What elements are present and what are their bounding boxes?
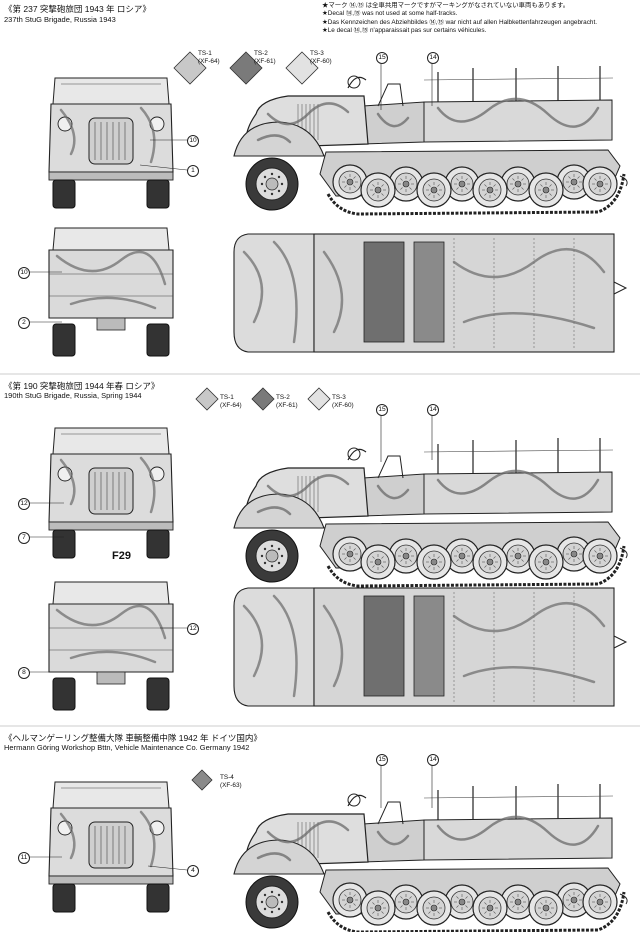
section2-swatch-ts1-label: TS-1(XF-64) [220, 394, 242, 409]
callout-2: 2 [18, 317, 30, 329]
section2-swatch-ts2-label: TS-2(XF-61) [276, 394, 298, 409]
section2-title-en: 190th StuG Brigade, Russia, Spring 1944 [4, 391, 142, 400]
callout-7: 7 [18, 532, 30, 544]
swatch-diamond [195, 387, 219, 411]
section1-title-en: 237th StuG Brigade, Russia 1943 [4, 15, 116, 24]
section1-rear-view [47, 226, 175, 358]
note-jp: ★マーク ⑭,⑮ は全車共用マークですがマーキングがなされていない車両もあります… [322, 2, 570, 9]
section2-swatch-ts3 [306, 386, 342, 422]
decal-notes: ★マーク ⑭,⑮ は全車共用マークですがマーキングがなされていない車両もあります… [322, 2, 640, 35]
section1-swatch-ts1-label: TS-1(XF-64) [198, 50, 220, 65]
callout-12: 12 [18, 498, 30, 510]
note-fr: ★Le decal ⑭,⑮ n'apparaissait pas sur cer… [322, 26, 487, 34]
callout-14-s2: 14 [427, 404, 439, 416]
section1-front-view [47, 76, 175, 210]
callout-4: 4 [187, 865, 199, 877]
section2-swatch-ts2 [250, 386, 286, 422]
section3-swatch-ts4 [190, 768, 226, 804]
section2-front-view [47, 426, 175, 560]
swatch-diamond [173, 51, 207, 85]
section3-title-jp: 《ヘルマンゲーリング整備大隊 車輌整備中隊 1942 年 ドイツ国内》 [4, 733, 262, 743]
section1-swatch-ts3 [284, 50, 320, 86]
callout-10-rear: 10 [18, 267, 30, 279]
section1-swatch-ts3-label: TS-3(XF-60) [310, 50, 332, 65]
section2-top-view [232, 586, 628, 708]
swatch-diamond [307, 387, 331, 411]
swatch-diamond [191, 769, 213, 791]
swatch-diamond [229, 51, 263, 85]
section1-title-jp: 《第 237 突撃砲旅団 1943 年 ロシア》 [4, 4, 151, 14]
note-en: ★Decal ⑭,⑮ was not used at some half-tra… [322, 10, 458, 18]
section2-side-view [234, 438, 627, 586]
section2-title-jp: 《第 190 突撃砲旅団 1944 年春 ロシア》 [4, 381, 160, 391]
section3-front-view [47, 780, 175, 914]
section3-swatch-ts4-label: TS-4(XF-63) [220, 774, 242, 789]
callout-10: 10 [187, 135, 199, 147]
callout-12-rear: 12 [187, 623, 199, 635]
callout-15-s2: 15 [376, 404, 388, 416]
section1-swatch-ts2 [228, 50, 264, 86]
callout-8: 8 [18, 667, 30, 679]
section3-side-view [234, 784, 627, 932]
callout-1: 1 [187, 165, 199, 177]
section2-swatch-ts3-label: TS-3(XF-60) [332, 394, 354, 409]
section1-swatch-ts2-label: TS-2(XF-61) [254, 50, 276, 65]
callout-14: 14 [427, 52, 439, 64]
section1-side-view [234, 66, 627, 214]
swatch-diamond [285, 51, 319, 85]
section3-title-en: Hermann Göring Workshop Bttn, Vehicle Ma… [4, 743, 250, 752]
swatch-diamond [251, 387, 275, 411]
note-de: ★Das Kennzeichen des Abziehbildes ⑭,⑮ wa… [322, 18, 598, 26]
section1-top-view [232, 232, 628, 354]
section2-rear-view [47, 580, 175, 712]
callout-15: 15 [376, 52, 388, 64]
callout-11: 11 [18, 852, 30, 864]
section2-swatch-ts1 [194, 386, 230, 422]
section1-swatch-ts1 [172, 50, 208, 86]
callout-14-s3: 14 [427, 754, 439, 766]
figure-code: F29 [112, 550, 131, 562]
callout-15-s3: 15 [376, 754, 388, 766]
